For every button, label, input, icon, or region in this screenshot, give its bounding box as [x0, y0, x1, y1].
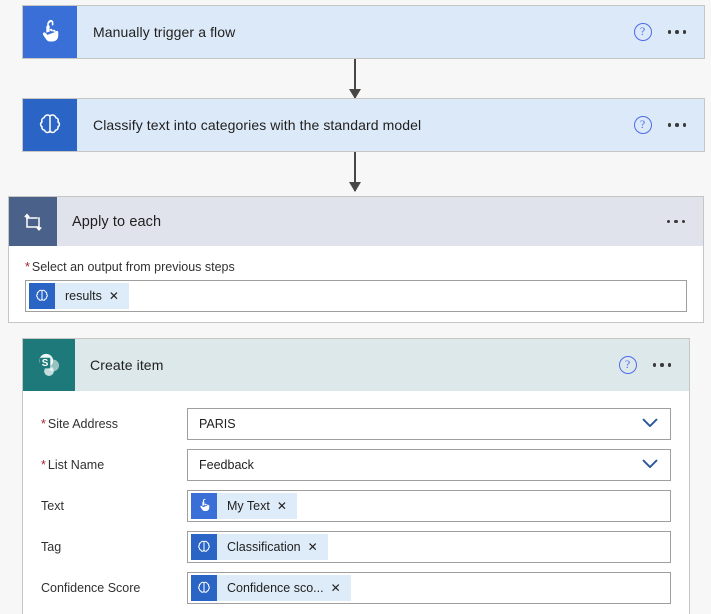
ai-builder-brain-icon	[191, 574, 217, 601]
more-menu-icon[interactable]	[651, 359, 674, 371]
sharepoint-icon: S	[23, 339, 75, 391]
scope-output-label: *Select an output from previous steps	[25, 260, 235, 274]
hand-pointer-icon	[23, 6, 77, 58]
token-label: results	[65, 289, 102, 303]
token-label: My Text	[227, 498, 270, 513]
more-menu-icon[interactable]	[666, 26, 689, 38]
list-name-value: Feedback	[199, 457, 254, 472]
loop-repeat-icon	[9, 197, 57, 246]
trigger-title: Manually trigger a flow	[93, 24, 236, 40]
scope-output-input[interactable]: results ✕	[25, 280, 687, 312]
scope-body: *Select an output from previous steps re…	[9, 246, 703, 322]
action-title-classify: Classify text into categories with the s…	[93, 117, 422, 133]
svg-text:S: S	[42, 358, 49, 369]
more-menu-icon[interactable]	[666, 119, 689, 131]
site-address-value: PARIS	[199, 416, 236, 431]
field-label-list-name: *List Name	[41, 457, 105, 472]
token-label: Classification	[227, 539, 301, 554]
confidence-score-input[interactable]: Confidence sco... ✕	[187, 571, 671, 604]
required-indicator: *	[25, 260, 30, 274]
chevron-down-icon[interactable]	[642, 418, 662, 429]
close-icon[interactable]: ✕	[108, 289, 119, 303]
token-results[interactable]: results ✕	[29, 283, 129, 309]
create-item-title: Create item	[90, 357, 164, 373]
token-label: Confidence sco...	[227, 580, 324, 595]
create-item-actions: ?	[618, 339, 690, 391]
token-classification[interactable]: Classification ✕	[191, 533, 328, 560]
ai-builder-brain-icon	[29, 283, 55, 309]
scope-header[interactable]: Apply to each	[9, 196, 703, 246]
action-card-classify[interactable]: Classify text into categories with the s…	[22, 98, 705, 152]
field-label-text: Text	[41, 498, 64, 513]
required-indicator: *	[41, 457, 46, 472]
token-confidence-score[interactable]: Confidence sco... ✕	[191, 574, 351, 601]
scope-card-apply-to-each[interactable]: Apply to each *Select an output from pre…	[8, 196, 704, 323]
help-icon[interactable]: ?	[633, 23, 652, 41]
list-name-select[interactable]: Feedback	[187, 448, 671, 481]
site-address-select[interactable]: PARIS	[187, 407, 671, 440]
scope-actions	[665, 197, 704, 246]
close-icon[interactable]: ✕	[330, 580, 341, 595]
trigger-actions: ?	[633, 6, 705, 58]
required-indicator: *	[41, 416, 46, 431]
field-row-site-address: *Site Address PARIS	[41, 403, 671, 444]
token-my-text[interactable]: My Text ✕	[191, 492, 297, 519]
help-icon[interactable]: ?	[618, 356, 637, 374]
ai-builder-brain-icon	[23, 99, 77, 151]
field-row-list-name: *List Name Feedback	[41, 444, 671, 485]
create-item-header[interactable]: S Create item ?	[23, 339, 689, 391]
ai-builder-brain-icon	[191, 533, 217, 560]
classify-actions: ?	[633, 99, 705, 151]
hand-pointer-icon	[191, 492, 217, 519]
more-menu-icon[interactable]	[665, 216, 688, 228]
field-row-confidence-score: Confidence Score Confidence sco... ✕	[41, 567, 671, 608]
field-row-tag: Tag Classification ✕	[41, 526, 671, 567]
field-row-text: Text My Text	[41, 485, 671, 526]
close-icon[interactable]: ✕	[307, 539, 318, 554]
field-label-tag: Tag	[41, 539, 62, 554]
create-item-body: *Site Address PARIS *List Name Feedback	[23, 391, 689, 614]
field-label-confidence-score: Confidence Score	[41, 580, 141, 595]
trigger-card[interactable]: Manually trigger a flow ?	[22, 5, 705, 59]
tag-input[interactable]: Classification ✕	[187, 530, 671, 563]
help-icon[interactable]: ?	[633, 116, 652, 134]
field-label-site-address: *Site Address	[41, 416, 119, 431]
text-input[interactable]: My Text ✕	[187, 489, 671, 522]
connector-trigger-to-classify	[349, 59, 361, 99]
action-card-create-item[interactable]: S Create item ? *Site Address PARIS	[22, 338, 690, 614]
scope-title: Apply to each	[72, 213, 162, 230]
close-icon[interactable]: ✕	[276, 498, 287, 513]
connector-classify-to-scope	[349, 152, 361, 192]
chevron-down-icon[interactable]	[642, 459, 662, 470]
